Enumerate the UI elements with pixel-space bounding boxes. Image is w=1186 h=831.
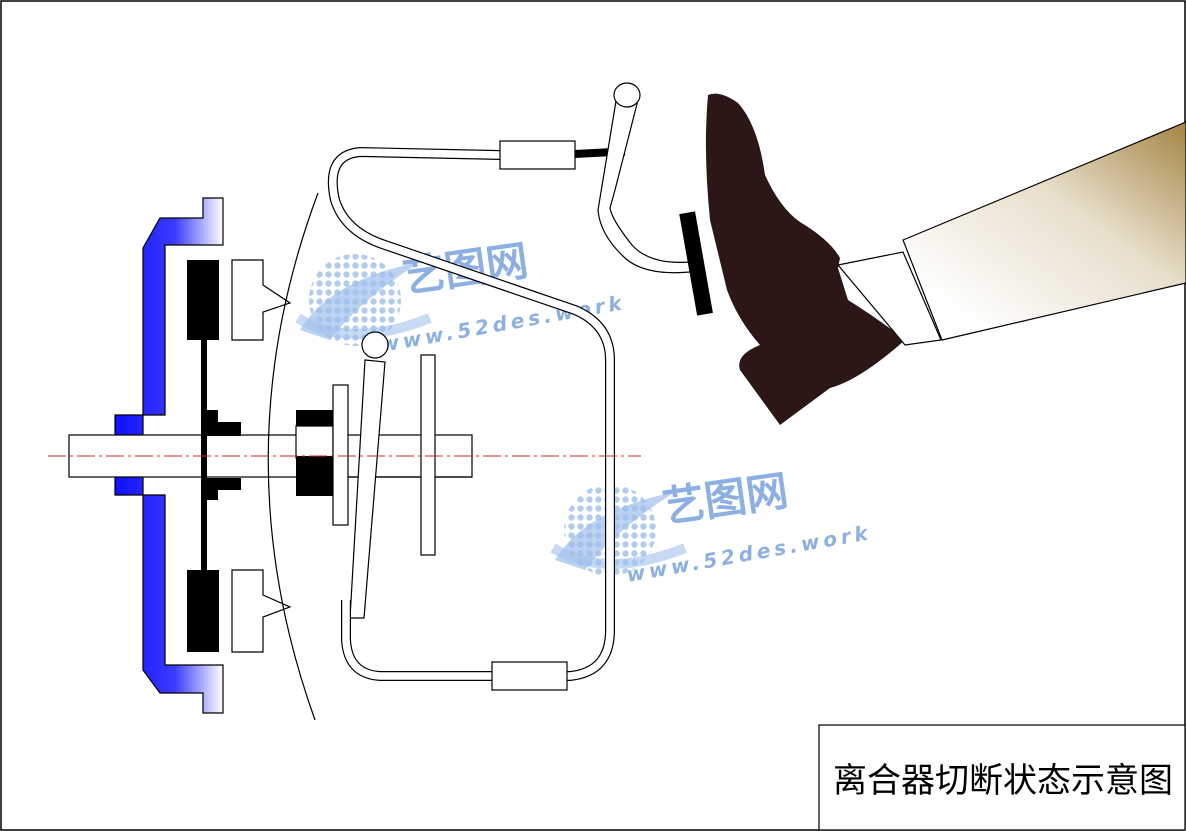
watermark-1: 艺图网 www.52des.work — [295, 236, 627, 357]
title-box — [818, 724, 1186, 831]
diagram-title: 离合器切断状态示意图 — [833, 761, 1173, 801]
watermark-brand: 艺图网 — [660, 466, 792, 532]
master-cylinder — [499, 140, 576, 170]
release-bearing-bottom — [296, 456, 333, 496]
pedal-pivot — [613, 82, 641, 108]
friction-pad-bottom — [187, 570, 219, 652]
pressure-plate-bottom — [231, 569, 292, 653]
watermark-2: 艺图网 www.52des.work — [550, 466, 873, 587]
pedal-pad — [679, 211, 713, 316]
pedal-arm — [597, 94, 691, 274]
trouser-cuff — [836, 251, 942, 346]
release-fork-pivot — [361, 331, 389, 359]
friction-pad-top — [187, 260, 219, 340]
slave-cylinder — [491, 661, 568, 691]
release-fork — [349, 359, 386, 619]
release-sleeve — [332, 384, 349, 526]
release-bearing-top — [296, 410, 333, 426]
leg — [902, 121, 1186, 341]
hydraulic-line-inner — [328, 148, 614, 680]
friction-disc-plate — [201, 340, 207, 570]
friction-disc-hub — [203, 410, 241, 500]
pressure-plate-top — [231, 259, 292, 341]
watermark-globe-icon — [295, 254, 432, 346]
shoe — [705, 93, 905, 425]
release-bearing-body — [295, 425, 334, 459]
gearbox-plate — [420, 354, 436, 556]
